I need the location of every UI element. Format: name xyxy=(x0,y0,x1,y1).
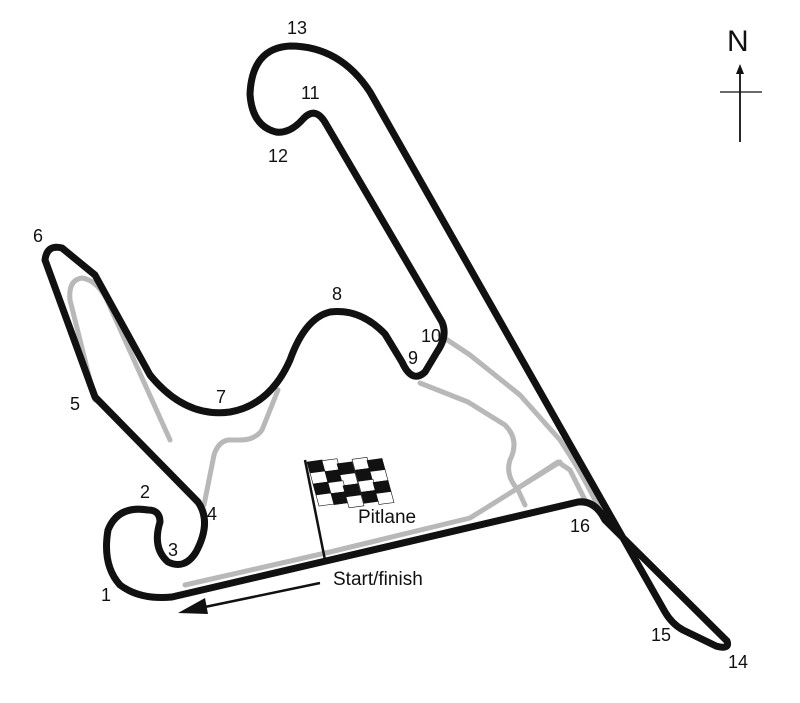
checkered-flag-icon xyxy=(303,456,395,561)
pitlane-label: Pitlane xyxy=(358,507,416,528)
flag-cell xyxy=(357,478,377,493)
turn-14-label: 14 xyxy=(728,652,748,672)
race-track xyxy=(41,42,731,651)
turn-labels: 1 2 3 4 5 6 7 8 9 10 11 12 13 14 15 16 xyxy=(33,18,748,672)
direction-arrow-icon xyxy=(178,581,321,614)
flag-cell xyxy=(375,491,395,505)
turn-12-label: 12 xyxy=(268,146,288,166)
turn-3-label: 3 xyxy=(168,540,178,560)
service-road-cross xyxy=(515,459,588,503)
turn-1-label: 1 xyxy=(101,585,111,605)
turn-6-label: 6 xyxy=(33,226,43,246)
turn-9-label: 9 xyxy=(408,348,418,368)
flag-cell xyxy=(360,489,380,504)
runoff-roads xyxy=(67,275,603,588)
turn-10-label: 10 xyxy=(421,326,441,346)
start-finish-label: Start/finish xyxy=(333,569,423,590)
turn-2-label: 2 xyxy=(140,482,150,502)
flag-cell xyxy=(354,467,374,482)
flag-cell xyxy=(351,456,371,471)
turn-15-label: 15 xyxy=(651,625,671,645)
service-road-10-to-16 xyxy=(437,332,603,513)
flag-cell xyxy=(345,494,365,509)
north-label: N xyxy=(727,25,749,58)
turn-13-label: 13 xyxy=(287,18,307,38)
turn-8-label: 8 xyxy=(332,284,342,304)
turn-4-label: 4 xyxy=(207,504,217,524)
north-arrow-icon xyxy=(720,64,762,142)
turn-7-label: 7 xyxy=(216,387,226,407)
service-road-9-to-16 xyxy=(417,380,528,508)
runoff-road-7-to-4 xyxy=(201,387,281,508)
turn-5-label: 5 xyxy=(70,394,80,414)
turn-16-label: 16 xyxy=(570,516,590,536)
turn-11-label: 11 xyxy=(301,83,320,103)
